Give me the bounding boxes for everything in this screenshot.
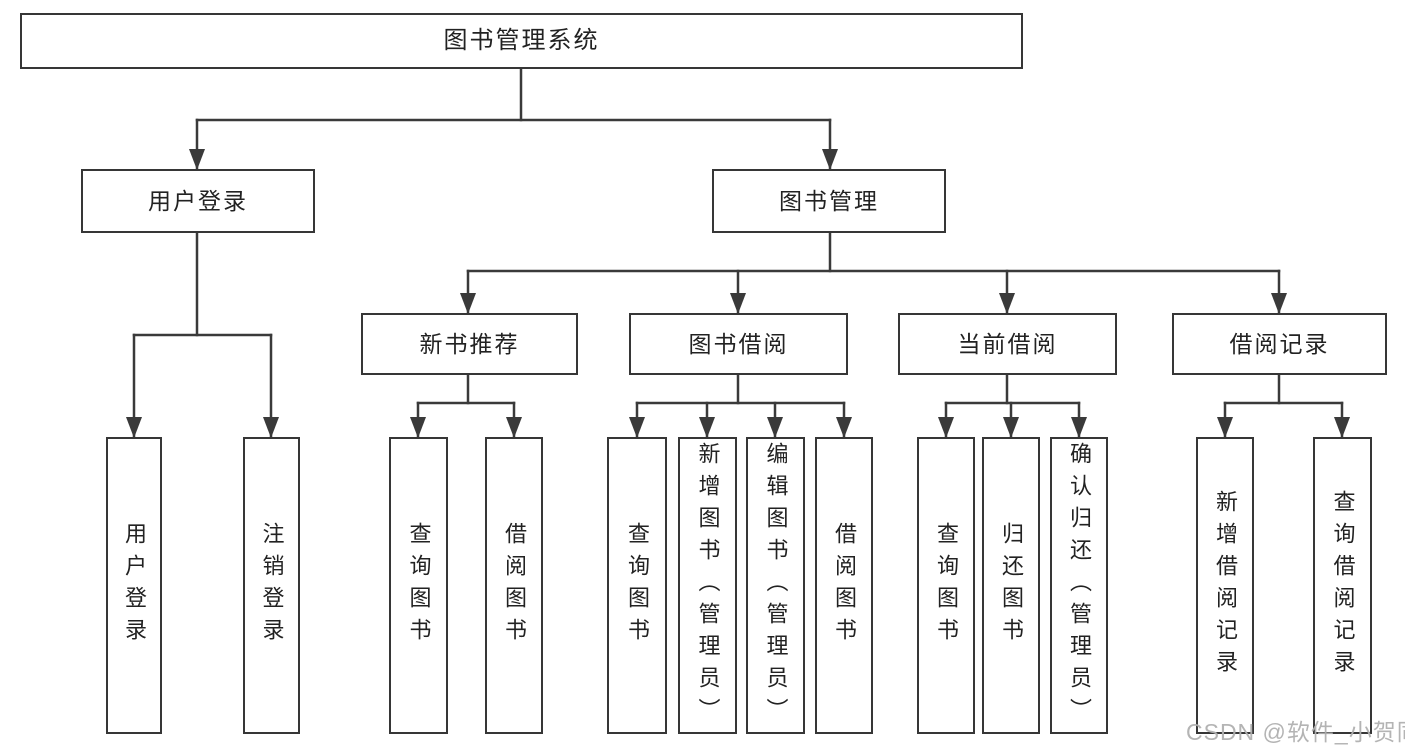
leaf-logout: 注销登录: [243, 437, 300, 734]
node-label: 查询借阅记录: [1330, 489, 1356, 682]
node-label: 用户登录: [122, 521, 147, 650]
node-label: 查询图书: [934, 521, 959, 650]
node-label: 注销登录: [259, 521, 285, 650]
node-label: 新书推荐: [419, 330, 520, 357]
node-label: 新增图书（管理员）: [695, 441, 721, 730]
node-label: 查询图书: [625, 521, 650, 650]
node-root-library-system: 图书管理系统: [20, 13, 1023, 69]
node-label: 图书管理系统: [443, 27, 600, 54]
node-user-login: 用户登录: [81, 169, 315, 233]
leaf-borrow-books-recommend: 借阅图书: [485, 437, 543, 734]
node-label: 新增借阅记录: [1213, 489, 1238, 682]
node-borrow-records: 借阅记录: [1172, 313, 1387, 375]
node-label: 查询图书: [406, 521, 432, 650]
node-label: 借阅图书: [502, 521, 527, 650]
leaf-return-books: 归还图书: [982, 437, 1040, 734]
leaf-edit-books-admin: 编辑图书（管理员）: [746, 437, 805, 734]
leaf-add-borrow-record: 新增借阅记录: [1196, 437, 1254, 734]
node-label: 图书借阅: [688, 330, 789, 357]
leaf-add-books-admin: 新增图书（管理员）: [678, 437, 737, 734]
node-new-book-recommend: 新书推荐: [361, 313, 578, 375]
node-label: 确认归还（管理员）: [1067, 441, 1092, 730]
node-label: 借阅记录: [1229, 330, 1330, 357]
node-label: 图书管理: [779, 187, 879, 214]
node-book-borrow: 图书借阅: [629, 313, 848, 375]
leaf-user-login: 用户登录: [106, 437, 162, 734]
leaf-query-borrow-record: 查询借阅记录: [1313, 437, 1372, 734]
leaf-query-books-current: 查询图书: [917, 437, 975, 734]
node-label: 当前借阅: [957, 330, 1058, 357]
leaf-query-books-borrow: 查询图书: [607, 437, 667, 734]
node-label: 编辑图书（管理员）: [763, 441, 789, 730]
leaf-query-books-recommend: 查询图书: [389, 437, 448, 734]
node-book-management: 图书管理: [712, 169, 946, 233]
leaf-confirm-return-admin: 确认归还（管理员）: [1050, 437, 1108, 734]
node-current-borrow: 当前借阅: [898, 313, 1117, 375]
leaf-borrow-books: 借阅图书: [815, 437, 873, 734]
node-label: 归还图书: [999, 521, 1024, 650]
node-label: 用户登录: [148, 187, 248, 214]
node-label: 借阅图书: [832, 521, 857, 650]
csdn-watermark: CSDN @软件_小贺同学: [1186, 719, 1405, 745]
